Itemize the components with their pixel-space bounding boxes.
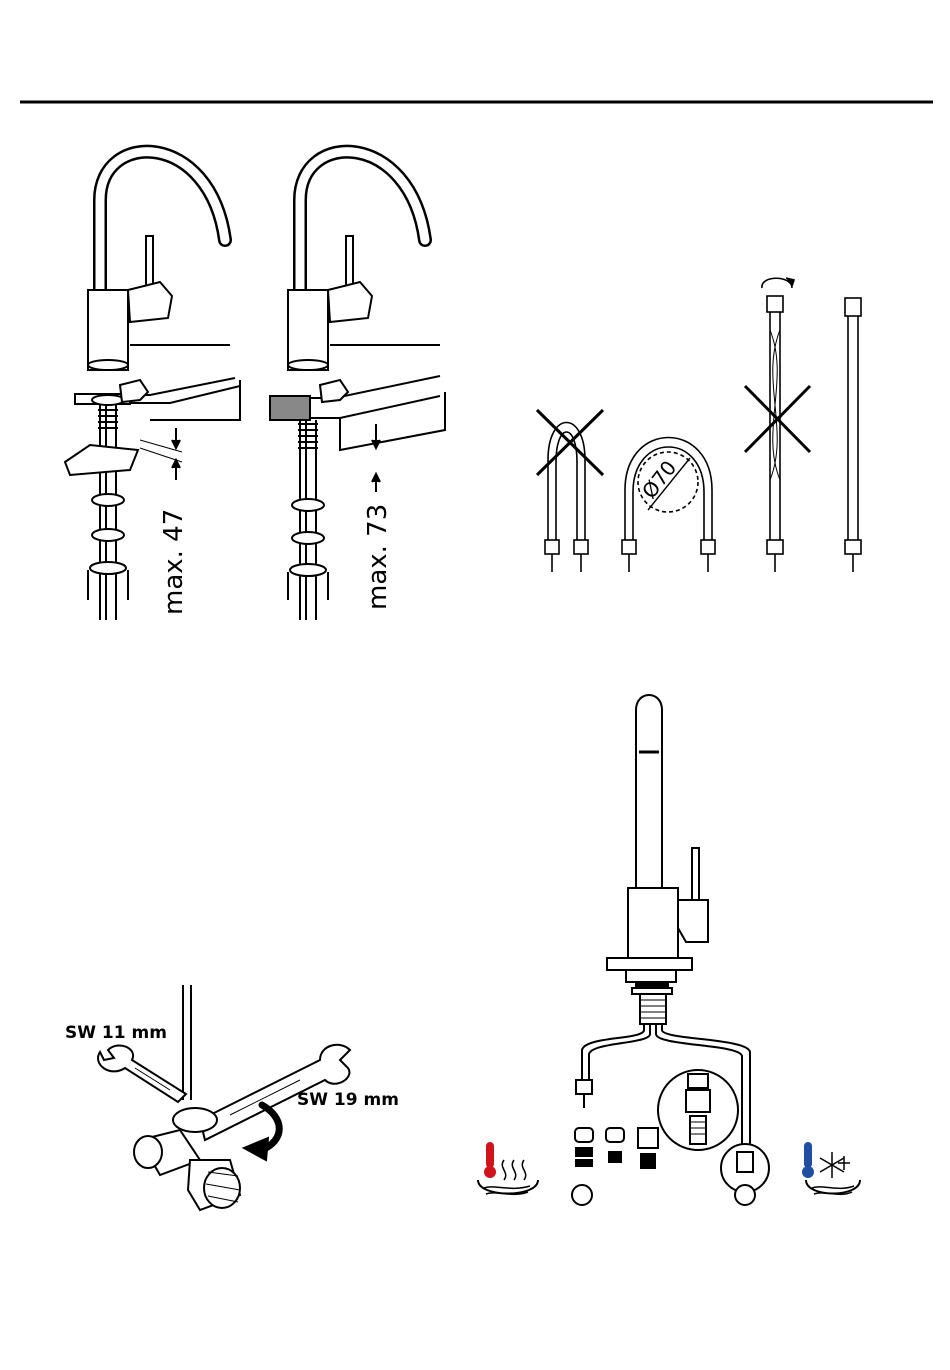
snowflake-icon — [820, 1152, 850, 1178]
dimension-max-73: max. 73 — [363, 504, 393, 610]
wrench-label-sw11: SW 11 mm — [65, 1023, 167, 1043]
figure-hose-bending — [537, 278, 861, 572]
dimension-max-47: max. 47 — [159, 509, 189, 615]
cold-water-icon — [802, 1142, 860, 1194]
figure-hot-cold-connection — [572, 695, 769, 1205]
bend-diameter-label: Ø70 — [637, 456, 681, 503]
figure-mounting-thin-counter — [65, 152, 240, 620]
hot-water-icon — [478, 1142, 538, 1194]
figure-mounting-thick-counter — [270, 152, 445, 620]
wrench-label-sw19: SW 19 mm — [297, 1090, 399, 1110]
